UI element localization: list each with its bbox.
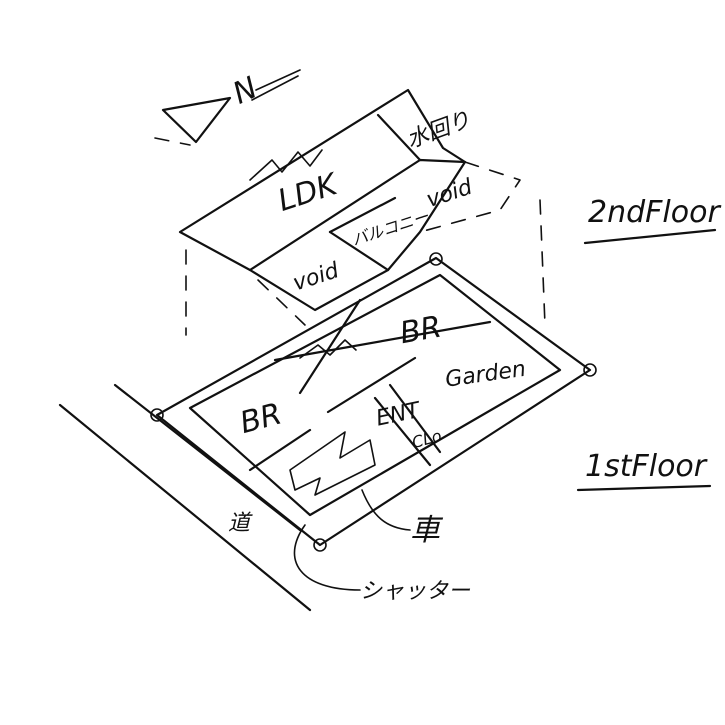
stair-zigzag [299,339,357,359]
br-top-divider [273,320,492,362]
road-edge-lower [58,403,312,612]
site-outline [155,256,592,547]
first-floor-label: 1stFloor [585,449,708,484]
second-floor-label: 2ndFloor [588,195,721,230]
garden-divider [373,396,432,467]
first-floor-outline [188,273,562,517]
north-arrow-head [161,96,232,144]
north-arrow: N [154,69,301,146]
site-corner-marker-west [150,408,164,422]
road-label: 道 [228,511,253,536]
site-corner-marker-east [583,363,597,377]
car-leader-line [361,489,411,531]
projection-line-mid [257,279,306,326]
second-floor-underline [583,228,717,245]
north-marks [251,69,301,101]
room-br-left-label: BR [236,397,285,442]
road-edge-upper [113,383,302,532]
room-void-right-label: void [423,174,476,212]
room-water-label: 水回り [403,108,474,154]
first-floor-underline [576,484,712,492]
room-entrance-label: ENT [374,398,424,432]
room-ldk-label: LDK [274,167,344,219]
room-void-left-label: void [290,258,343,296]
balcony-divider-b [328,196,397,234]
projection-line-right [539,199,546,326]
projection-lines [185,199,546,336]
entrance-divider [388,383,442,454]
room-balcony-label: バルコニー [349,206,432,249]
br-left-divider [326,356,417,414]
shutter-leader-line [293,524,361,591]
room-garden-label: Garden [444,357,528,393]
car-label: 車 [410,513,444,548]
room-closet-label: CLo [410,426,444,452]
site-corner-marker-south [313,538,327,552]
north-label: N [228,70,263,111]
second-floor-outline [178,88,467,312]
site-corner-marker-north [429,252,443,266]
second-floor-dashed-edge [419,161,521,233]
br-left-bottom-divider [248,428,312,472]
road [58,383,312,612]
hall-divider [298,298,362,395]
second-floor-plan [178,88,521,312]
shutter-label: シャッター [360,579,471,604]
balcony-divider-a [328,230,390,272]
water-divider [376,113,422,162]
north-arrow-tail [154,137,191,146]
car-parking-hatch [289,431,376,496]
ldk-zigzag [249,149,323,181]
first-floor-plan [150,252,597,552]
room-br-top-label: BR [397,310,444,352]
